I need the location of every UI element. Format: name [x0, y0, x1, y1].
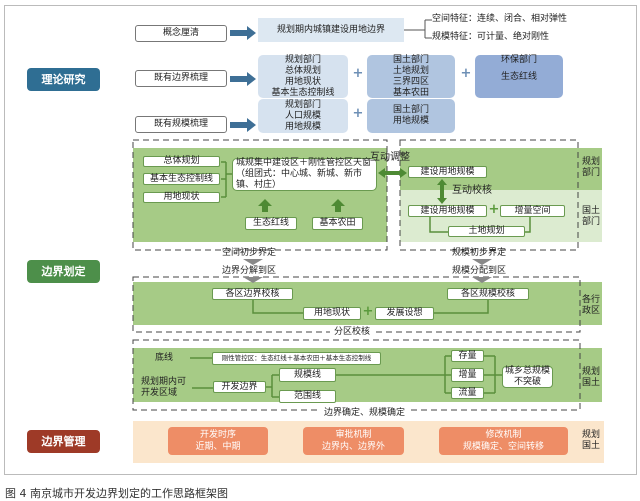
item: 用地规模 [392, 116, 429, 126]
frame [4, 5, 637, 475]
land-status-box: 用地现状 [143, 192, 220, 203]
dept-label: 环保部门 [500, 55, 537, 65]
dept-label: 规划部门 [284, 99, 321, 110]
interact-adjust-label: 互动调整 [370, 152, 410, 163]
concentrated-construction-box: 城规集中建设区＋刚性管控区天窗（组团式：中心城、新城、新市镇、村庄） [232, 158, 377, 191]
env-dept-box: 环保部门生态红线 [475, 55, 563, 98]
farmland-box: 基本农田 [312, 217, 363, 230]
confirm-label: 边界确定、规模确定 [320, 408, 410, 419]
blue-arrows [230, 26, 256, 132]
theory-research-tag: 理论研究 [27, 68, 100, 91]
title: 修改机制 [485, 430, 522, 440]
manage-plan-land-label: 规划国土 [581, 430, 600, 451]
item: 基本生态控制线 [271, 87, 335, 98]
land-dept-label: 国土部门 [581, 206, 600, 227]
scale-review-box: 既有规模梳理 [135, 116, 227, 133]
district-check-label: 分区校核 [330, 327, 375, 338]
increment-box: 增量 [451, 368, 484, 382]
dept-label: 规划部门 [284, 54, 321, 65]
item: 人口规模 [284, 110, 321, 121]
item: 三界四区 [392, 76, 429, 87]
total-scale-box: 城乡总规模不突破 [502, 366, 553, 388]
plus-icon: + [488, 202, 500, 217]
figure-caption: 图 4 南京城市开发边界划定的工作思路框架图 [5, 487, 228, 500]
item: 基本农田 [392, 87, 429, 98]
district-label: 各行政区 [581, 295, 600, 316]
scale-dashed-box [399, 139, 579, 251]
eco-control-line-box: 基本生态控制线 [143, 173, 220, 185]
eco-redline-box: 生态红线 [245, 217, 297, 230]
dept-label: 国土部门 [392, 54, 429, 65]
plus-icon: + [352, 66, 364, 81]
construction-scale-box-2: 建设用地规模 [408, 205, 487, 217]
dev-boundary-box: 开发边界 [213, 381, 266, 393]
range-line-box: 范围线 [279, 390, 336, 403]
item: 生态红线 [500, 72, 537, 82]
title: 开发时序 [199, 430, 236, 440]
boundary-delimit-tag: 边界划定 [27, 260, 100, 283]
sub: 边界内、边界外 [321, 442, 385, 452]
item: 用地规模 [284, 121, 321, 132]
scale-feature: 规模特征：可计量、绝对刚性 [432, 32, 550, 42]
scale-dist-label: 规模分配到区 [452, 266, 507, 276]
chevrons [243, 259, 492, 283]
boundary-definition-box: 规划期内城镇建设用地边界 [258, 18, 404, 42]
revision-mech-box: 修改机制规模确定、空间转移 [439, 427, 568, 455]
plan-dept-label: 规划部门 [581, 157, 600, 178]
spatial-dashed-box [132, 139, 388, 251]
district-scale-check-box: 各区规模校核 [447, 288, 529, 300]
item: 土地规划 [392, 65, 429, 76]
flow-box: 流量 [451, 387, 484, 399]
stock-box: 存量 [451, 350, 484, 362]
increment-space-box: 增量空间 [500, 205, 565, 217]
land-status-box-2: 用地现状 [303, 307, 361, 320]
district-boundary-check-box: 各区边界校核 [212, 288, 293, 300]
planning-dept-scale-box: 规划部门人口规模用地规模 [258, 99, 348, 133]
land-dept-boundary-box: 国土部门土地规划三界四区基本农田 [367, 55, 455, 98]
spatial-init-label: 空间初步界定 [222, 248, 277, 258]
land-plan-box: 土地规划 [448, 226, 525, 237]
construction-scale-box: 建设用地规模 [408, 166, 487, 178]
sub: 规模确定、空间转移 [462, 442, 544, 452]
item: 用地现状 [284, 76, 321, 87]
rigid-control-box: 刚性管控区：生态红线＋基本农田＋基本生态控制线 [212, 352, 381, 365]
dev-sequence-box: 开发时序近期、中期 [168, 427, 268, 455]
title: 审批机制 [335, 430, 372, 440]
boundary-manage-tag: 边界管理 [27, 430, 100, 453]
interact-check-label: 互动校核 [452, 185, 492, 196]
land-dept-scale-box: 国土部门用地规模 [367, 99, 455, 133]
master-plan-box: 总体规划 [143, 156, 220, 167]
boundary-dist-label: 边界分解到区 [222, 266, 277, 276]
approval-mech-box: 审批机制边界内、边界外 [303, 427, 404, 455]
plus-icon: + [352, 106, 364, 121]
boundary-review-box: 既有边界梳理 [135, 70, 227, 87]
sub: 近期、中期 [195, 442, 241, 452]
dev-area-label: 规划期内可开发区域 [141, 377, 187, 398]
planning-dept-boundary-box: 规划部门总体规划用地现状基本生态控制线 [258, 55, 348, 98]
plan-land-label: 规划国土 [581, 367, 600, 388]
dept-label: 国土部门 [392, 105, 429, 115]
item: 总体规划 [284, 65, 321, 76]
green-arrows [258, 168, 447, 212]
concept-clarify-box: 概念厘清 [135, 25, 227, 42]
plus-icon: + [362, 304, 374, 319]
plus-icon: + [460, 66, 472, 81]
scale-line-box: 规模线 [279, 368, 336, 382]
district-dashed-box [132, 276, 581, 333]
scale-init-label: 规模初步界定 [452, 248, 507, 258]
spatial-feature: 空间特征：连续、闭合、相对弹性 [432, 14, 568, 24]
development-vision-box: 发展设想 [375, 307, 434, 320]
bottom-line-label: 底线 [155, 353, 174, 363]
